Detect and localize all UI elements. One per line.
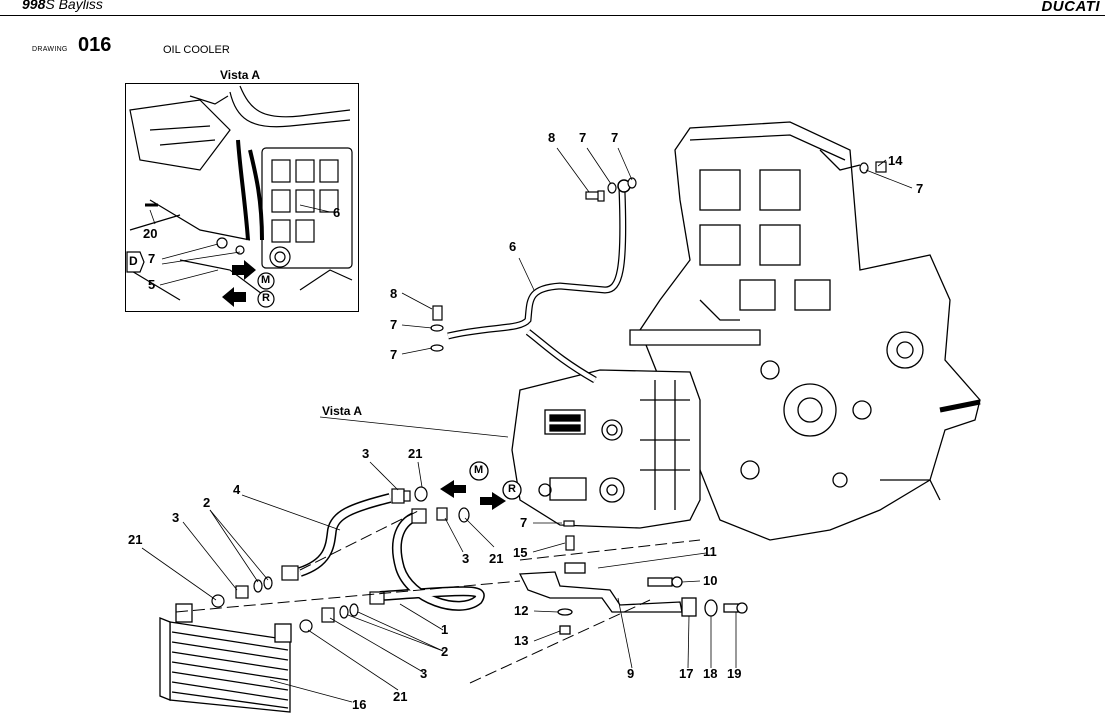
vista-a-label: Vista A <box>322 404 363 418</box>
pipe-hardware <box>430 161 887 352</box>
callout-7: 7 <box>916 181 924 196</box>
callout-2: 2 <box>441 644 449 659</box>
callout-11: 11 <box>703 544 717 559</box>
callout-18: 18 <box>703 666 718 681</box>
callout-3: 3 <box>172 510 180 525</box>
callout-10: 10 <box>703 573 718 588</box>
inset-d-marker <box>126 251 145 273</box>
callout-15: 15 <box>513 545 528 560</box>
inset-frame <box>125 83 359 312</box>
inset-marker-circles <box>257 272 275 308</box>
m-label: M <box>474 464 484 476</box>
callout-21: 21 <box>128 532 143 547</box>
callout-13: 13 <box>514 633 529 648</box>
callout-7: 7 <box>611 130 619 145</box>
callout-19: 19 <box>727 666 742 681</box>
gearbox-cover <box>511 369 701 529</box>
inset-callout-6: 6 <box>333 205 341 220</box>
header-divider <box>0 15 1105 16</box>
callout-2: 2 <box>203 495 211 510</box>
oil-hose-4 <box>298 493 392 577</box>
inset-callout-20: 20 <box>143 226 158 241</box>
callout-7: 7 <box>390 317 398 332</box>
callout-21: 21 <box>489 551 504 566</box>
callout-8: 8 <box>390 286 398 301</box>
callout-21: 21 <box>393 689 408 704</box>
model-name: 998S Bayliss <box>22 0 103 12</box>
callout-6: 6 <box>509 239 517 254</box>
inset-engine-detail <box>129 85 353 301</box>
callout-1: 1 <box>441 622 449 637</box>
assembly-lines <box>175 509 701 684</box>
callout-3: 3 <box>462 551 470 566</box>
callout-7: 7 <box>579 130 587 145</box>
callout-17: 17 <box>679 666 694 681</box>
inset-m-label: M <box>261 274 271 286</box>
callout-4: 4 <box>233 482 241 497</box>
callout-16: 16 <box>352 697 367 712</box>
callout-leaders <box>141 147 913 703</box>
oil-hose-1 <box>379 510 485 611</box>
drawing-title: OIL COOLER <box>163 44 230 56</box>
inset-r-label: R <box>262 292 270 304</box>
inset-title: Vista A <box>220 68 261 82</box>
oil-cooler-radiator <box>159 603 292 713</box>
flow-arrows <box>440 480 506 510</box>
flow-marker-circles <box>469 461 522 500</box>
callout-12: 12 <box>514 603 529 618</box>
callout-3: 3 <box>362 446 370 461</box>
r-label: R <box>508 483 516 495</box>
callout-9: 9 <box>627 666 635 681</box>
inset-flow-arrows <box>222 260 256 307</box>
callout-7: 7 <box>520 515 528 530</box>
upper-oil-pipe <box>447 179 631 384</box>
callout-21: 21 <box>408 446 423 461</box>
drawing-label: DRAWING <box>32 46 68 53</box>
mounting-bracket <box>518 562 748 635</box>
engine-block <box>629 121 981 541</box>
inset-callout-7: 7 <box>148 251 156 266</box>
inset-d-label: D <box>129 254 138 268</box>
callout-3: 3 <box>420 666 428 681</box>
callout-14: 14 <box>888 153 903 168</box>
inset-leader-lines <box>149 204 331 286</box>
page-header: 998S Bayliss DUCATI <box>0 0 1110 18</box>
drawing-number: 016 <box>78 34 112 56</box>
inset-callout-5: 5 <box>148 277 156 292</box>
callout-7: 7 <box>390 347 398 362</box>
callout-8: 8 <box>548 130 556 145</box>
brand-logo: DUCATI <box>1041 0 1100 15</box>
hose-fittings <box>211 486 575 633</box>
model-variant: S Bayliss <box>45 0 103 12</box>
model-number: 998 <box>22 0 46 12</box>
